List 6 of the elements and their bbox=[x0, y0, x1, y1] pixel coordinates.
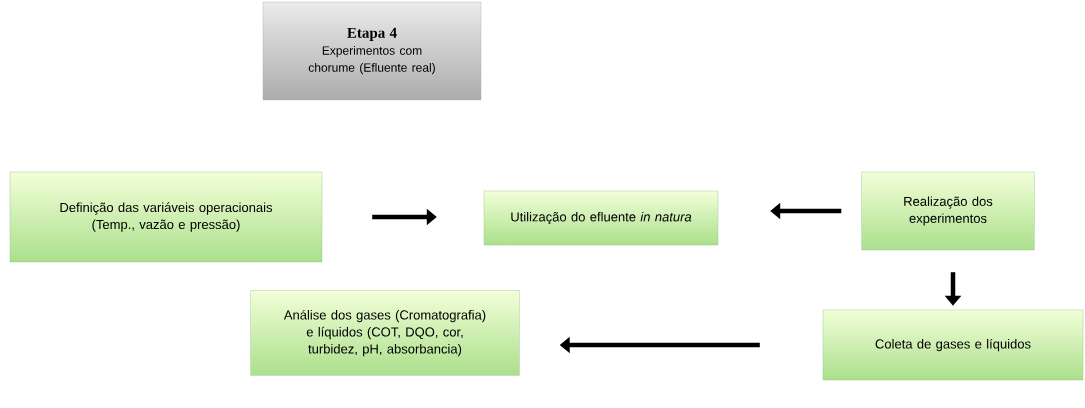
process-box: Definição das variáveis operacionais (Temp., vazão e pressão) bbox=[9, 171, 323, 263]
process-box: Realização dos experimentos bbox=[861, 171, 1035, 251]
process-box: Análise dos gases (Cromatografia) e líquidos (COT, DQO, cor, turbidez, pH, absorbancia) bbox=[250, 290, 520, 376]
stage-box: Etapa 4 Experimentos com chorume (Efluente real) bbox=[262, 1, 482, 101]
process-box: Coleta de gases e líquidos bbox=[822, 309, 1084, 381]
process-box: Utilização do efluente in natura bbox=[483, 190, 719, 246]
